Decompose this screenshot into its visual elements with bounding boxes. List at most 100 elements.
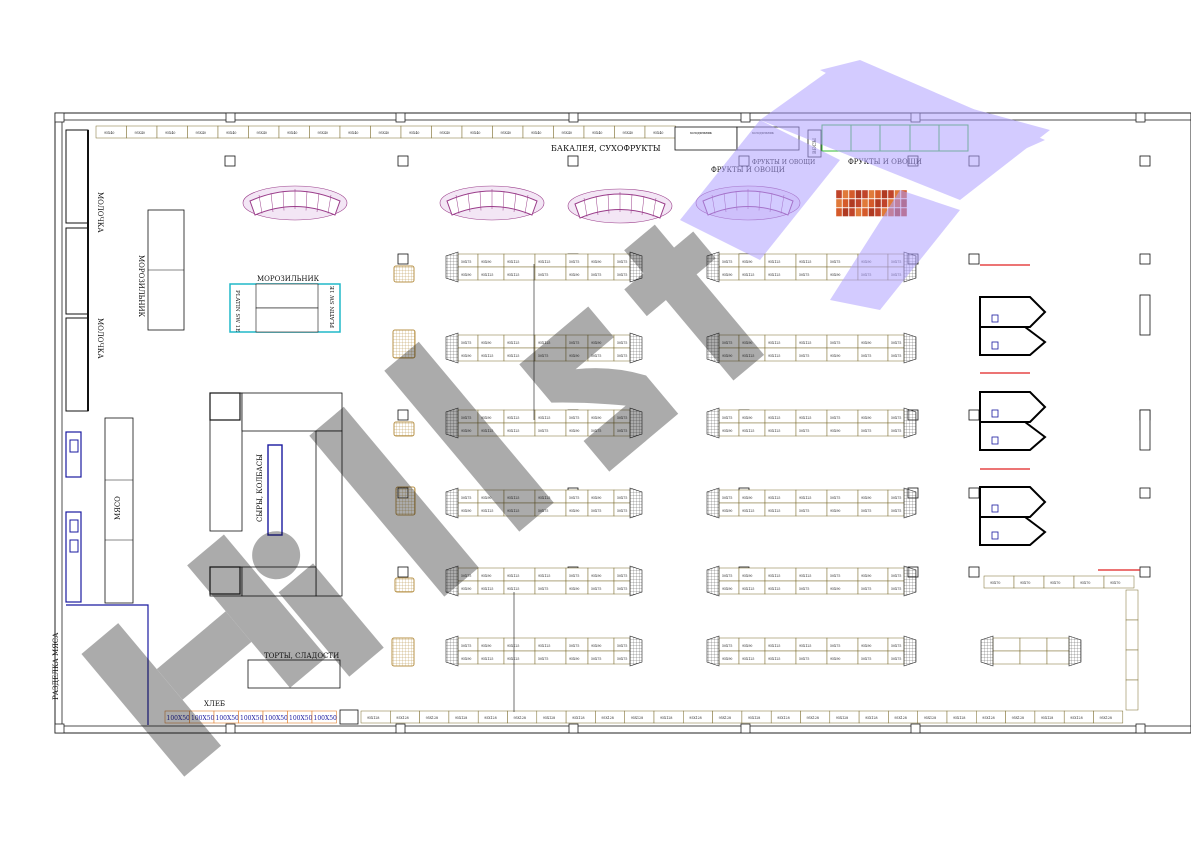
- gondola-module-size: 50Х75: [861, 273, 871, 277]
- gondola-module-size: 95Х90: [830, 354, 840, 358]
- wall-column: [568, 723, 579, 734]
- gondola-end-cap: [445, 332, 459, 364]
- gondola-module-size: 95Х90: [591, 416, 601, 420]
- gondola-module-size: 50Х75: [617, 354, 627, 358]
- gondola-end-cap: [980, 635, 994, 667]
- gondola: [980, 635, 1082, 667]
- gondola-module-size: 95Х90: [569, 509, 579, 513]
- gondola-module-size: 95Х90: [461, 509, 471, 513]
- gondola-module-size: 50Х75: [799, 509, 809, 513]
- gondola-module-size: 95Х125: [768, 354, 780, 358]
- shelf-module-size: 95Х128: [953, 716, 965, 720]
- gondola-module-size: 95Х125: [538, 496, 550, 500]
- crate: [881, 207, 888, 217]
- gondola-module-size: 50Х75: [591, 354, 601, 358]
- gondola-module-size: 50Х75: [891, 273, 901, 277]
- gondola-module-size: 95Х90: [569, 429, 579, 433]
- shelf-module-size: 95Х40: [562, 131, 572, 135]
- shelf-module-size: 95Х128: [631, 716, 643, 720]
- gondola-module-size: 95Х90: [569, 273, 579, 277]
- crate: [855, 207, 862, 217]
- gondola-module-size: 95Х90: [722, 587, 732, 591]
- gondola: 50Х7595Х9095Х9095Х12595Х12595Х12595Х1255…: [445, 487, 643, 519]
- gondola-module-size: 50Х75: [891, 260, 901, 264]
- gondola-module-size: 50Х75: [569, 574, 579, 578]
- gondola-module-size: 95Х90: [591, 644, 601, 648]
- gondola-module-size: 95Х125: [538, 260, 550, 264]
- pallet: [393, 421, 415, 437]
- crate: [848, 189, 856, 199]
- gondola-module-size: 95Х90: [461, 273, 471, 277]
- gondola-module-size: 50Х75: [722, 260, 732, 264]
- zone-label-freezer-left: МОРОЗИЛЬНИК: [137, 255, 145, 318]
- column: [968, 155, 980, 167]
- shelf-module-size: 95Х128: [484, 716, 496, 720]
- gondola-end-cap: [445, 635, 459, 667]
- gondola-module-size: 50Х75: [617, 587, 627, 591]
- gondola-module-size: 95Х125: [507, 260, 519, 264]
- gondola-module-size: 95Х90: [461, 354, 471, 358]
- gondola-end-cap: [629, 251, 643, 283]
- gondola-module-size: 95Х125: [742, 657, 754, 661]
- bread-module-label: 100Х50: [216, 715, 240, 722]
- crate: [887, 189, 895, 199]
- shelf-module-size: 95Х40: [623, 131, 633, 135]
- gondola-module-size: 95Х125: [481, 273, 493, 277]
- crate: [900, 207, 908, 217]
- bread-module-label: 100Х50: [167, 715, 191, 722]
- shelf-module-size: 95Х40: [501, 131, 511, 135]
- gondola-module-size: 50Х75: [722, 574, 732, 578]
- gondola-module-size: 50Х75: [830, 341, 840, 345]
- gondola-module-size: 95Х90: [742, 496, 752, 500]
- gondola-module-size: 50Х75: [861, 509, 871, 513]
- gondola-end-cap: [629, 487, 643, 519]
- bread-module-label: 100Х50: [191, 715, 215, 722]
- dairy-wall-fridges: [65, 129, 89, 603]
- shelf-module-size: 95Х40: [226, 131, 236, 135]
- gondola-module-size: 95Х90: [569, 354, 579, 358]
- crate: [835, 207, 843, 217]
- building-walls: [54, 112, 1191, 734]
- column: [397, 409, 409, 421]
- column: [397, 155, 409, 167]
- fruit-stand: [439, 185, 545, 221]
- gondola-module-size: 50Х75: [591, 273, 601, 277]
- gondola-module-size: 95Х90: [861, 644, 871, 648]
- gondola-module-size: 50Х75: [830, 260, 840, 264]
- gondola: 50Х7595Х9095Х9095Х12595Х12595Х12595Х1255…: [706, 251, 917, 283]
- zone-label-dairy-a: МОЛОЧКА: [96, 192, 104, 233]
- fruit-stand-divider: [270, 192, 274, 213]
- gondola-module-size: 95Х125: [799, 574, 811, 578]
- cashier-seat: [991, 504, 999, 513]
- gondola-module: [992, 650, 1021, 665]
- gondola: 50Х7595Х9095Х9095Х12595Х12595Х12595Х1255…: [445, 251, 643, 283]
- zone-label-fruits-mirror: ФРУКТЫ И ОВОЩИ: [752, 159, 815, 166]
- gondola-module-size: 95Х90: [591, 341, 601, 345]
- zone-label-fruits-veg-a: ФРУКТЫ И ОВОЩИ: [711, 166, 785, 174]
- crate: [894, 198, 901, 208]
- crate: [842, 189, 849, 199]
- cashier-seat: [991, 341, 999, 350]
- gondola-module-size: 95Х125: [538, 341, 550, 345]
- gondola-module-size: 95Х125: [481, 587, 493, 591]
- shelf-module: [1125, 589, 1139, 621]
- gondola-module-size: 95Х90: [722, 273, 732, 277]
- fruit-stand-divider: [316, 192, 320, 213]
- shelf-module-size: 95Х128: [660, 716, 672, 720]
- crate: [842, 198, 849, 208]
- crate: [855, 198, 862, 208]
- gondola-module-size: 95Х125: [768, 509, 780, 513]
- gondola-end-cap: [903, 251, 917, 283]
- gondola-module-size: 50Х75: [591, 657, 601, 661]
- gondola-module-size: 50Х75: [861, 657, 871, 661]
- gondola-module-size: 95Х90: [830, 429, 840, 433]
- wall-columns: [225, 112, 1146, 734]
- gondola-end-cap: [706, 332, 720, 364]
- shelf-module-size: 95Х40: [135, 131, 145, 135]
- gondola-module-size: 95Х125: [799, 644, 811, 648]
- gondola: 50Х7595Х9095Х9095Х12595Х12595Х12595Х1255…: [445, 635, 643, 667]
- gondola-module-size: 95Х90: [481, 416, 491, 420]
- shelf-module-size: 95Х40: [104, 131, 114, 135]
- gondola-module-size: 95Х90: [591, 496, 601, 500]
